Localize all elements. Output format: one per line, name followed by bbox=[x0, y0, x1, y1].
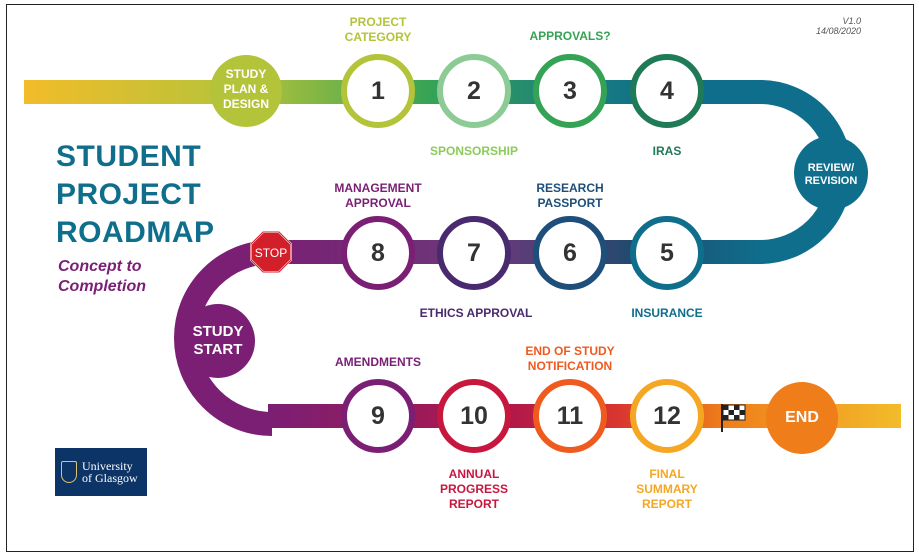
page-subtitle: Concept to Completion bbox=[58, 257, 146, 297]
step-label-4-line-1: IRAS bbox=[652, 144, 682, 158]
step-number-12: 12 bbox=[653, 402, 681, 430]
step-circle-6 bbox=[533, 216, 607, 290]
step-circle-12 bbox=[630, 379, 704, 453]
checkered-flag-icon bbox=[721, 404, 746, 432]
step-number-1: 1 bbox=[371, 77, 385, 105]
step-label-12-line-1: FINAL bbox=[649, 467, 685, 481]
subtitle-line-2: Completion bbox=[58, 278, 146, 295]
university-logo: University of Glasgow bbox=[55, 448, 147, 496]
study-start-badge: STUDY START bbox=[182, 323, 254, 359]
study-plan-line-2: PLAN & bbox=[223, 82, 269, 96]
step-number-9: 9 bbox=[371, 402, 385, 430]
step-label-4: IRAS bbox=[627, 144, 707, 159]
step-label-10-line-1: ANNUAL bbox=[448, 467, 500, 481]
subtitle-line-1: Concept to bbox=[58, 258, 142, 275]
step-circle-8 bbox=[341, 216, 415, 290]
review-badge-circle bbox=[794, 136, 868, 210]
step-label-9: AMENDMENTS bbox=[326, 355, 430, 370]
step-label-11-line-2: NOTIFICATION bbox=[527, 359, 613, 373]
end-badge: END bbox=[785, 409, 819, 426]
crest-icon bbox=[61, 461, 77, 483]
review-badge: REVIEW/ REVISION bbox=[795, 162, 867, 188]
study-plan-line-3: DESIGN bbox=[222, 97, 269, 111]
step-number-7: 7 bbox=[467, 239, 481, 267]
logo-line-1: University bbox=[82, 459, 133, 473]
step-label-5-line-1: INSURANCE bbox=[631, 306, 703, 320]
step-label-7-line-1: ETHICS APPROVAL bbox=[419, 306, 533, 320]
stop-sign-label: STOP bbox=[254, 246, 288, 260]
step-number-11: 11 bbox=[556, 402, 584, 430]
step-number-6: 6 bbox=[563, 239, 577, 267]
review-line-1: REVIEW/ bbox=[807, 162, 855, 174]
version-date: 14/08/2020 bbox=[815, 26, 861, 36]
step-circle-1 bbox=[341, 54, 415, 128]
step-label-6: RESEARCH PASSPORT bbox=[520, 181, 620, 211]
study-plan-badge-circle bbox=[210, 55, 282, 127]
step-label-1-line-1: PROJECT bbox=[349, 15, 407, 29]
step-circle-2 bbox=[437, 54, 511, 128]
step-label-1: PROJECT CATEGORY bbox=[330, 15, 426, 45]
study-plan-line-1: STUDY bbox=[225, 67, 267, 81]
study-plan-badge: STUDY PLAN & DESIGN bbox=[214, 67, 278, 112]
step-label-9-line-1: AMENDMENTS bbox=[335, 355, 421, 369]
step-number-2: 2 bbox=[467, 77, 481, 105]
step-label-8-line-1: MANAGEMENT bbox=[334, 181, 422, 195]
review-line-2: REVISION bbox=[804, 175, 858, 187]
study-start-line-2: START bbox=[193, 341, 243, 358]
end-badge-circle bbox=[766, 382, 838, 454]
step-label-11: END OF STUDY NOTIFICATION bbox=[520, 344, 620, 374]
step-circle-4 bbox=[630, 54, 704, 128]
version-number: V1.0 bbox=[842, 16, 861, 26]
step-label-10-line-2: PROGRESS bbox=[439, 482, 508, 496]
step-number-3: 3 bbox=[563, 77, 577, 105]
step-label-6-line-1: RESEARCH bbox=[536, 181, 604, 195]
step-circle-9 bbox=[341, 379, 415, 453]
step-label-8: MANAGEMENT APPROVAL bbox=[322, 181, 434, 211]
step-number-10: 10 bbox=[460, 402, 488, 430]
version-info: V1.0 14/08/2020 bbox=[816, 16, 861, 36]
step-label-3-line-1: APPROVALS? bbox=[529, 29, 611, 43]
step-circle-3 bbox=[533, 54, 607, 128]
title-line-1: STUDENT bbox=[56, 140, 202, 173]
step-number-5: 5 bbox=[660, 239, 674, 267]
logo-line-2: of Glasgow bbox=[82, 471, 138, 485]
page-title: STUDENT PROJECT ROADMAP bbox=[56, 138, 215, 252]
step-label-6-line-2: PASSPORT bbox=[537, 196, 603, 210]
title-line-2: PROJECT bbox=[56, 178, 202, 211]
step-circle-11 bbox=[533, 379, 607, 453]
step-circle-10 bbox=[437, 379, 511, 453]
study-start-badge-circle bbox=[181, 304, 255, 378]
step-number-4: 4 bbox=[660, 77, 674, 105]
step-label-12: FINAL SUMMARY REPORT bbox=[627, 467, 707, 512]
step-circle-7 bbox=[437, 216, 511, 290]
step-label-12-line-2: SUMMARY bbox=[636, 482, 698, 496]
step-label-10-line-3: REPORT bbox=[448, 497, 499, 511]
title-line-3: ROADMAP bbox=[56, 216, 215, 249]
step-label-2: SPONSORSHIP bbox=[416, 144, 532, 159]
step-circle-5 bbox=[630, 216, 704, 290]
step-number-8: 8 bbox=[371, 239, 385, 267]
step-label-2-line-1: SPONSORSHIP bbox=[429, 144, 519, 158]
step-label-3: APPROVALS? bbox=[518, 29, 622, 44]
step-label-8-line-2: APPROVAL bbox=[345, 196, 411, 210]
step-label-10: ANNUAL PROGRESS REPORT bbox=[432, 467, 516, 512]
step-label-11-line-1: END OF STUDY bbox=[525, 344, 615, 358]
study-start-line-1: STUDY bbox=[192, 323, 244, 340]
step-label-12-line-3: REPORT bbox=[641, 497, 692, 511]
step-label-1-line-2: CATEGORY bbox=[344, 30, 412, 44]
step-label-5: INSURANCE bbox=[617, 306, 717, 321]
step-label-7: ETHICS APPROVAL bbox=[414, 306, 538, 321]
